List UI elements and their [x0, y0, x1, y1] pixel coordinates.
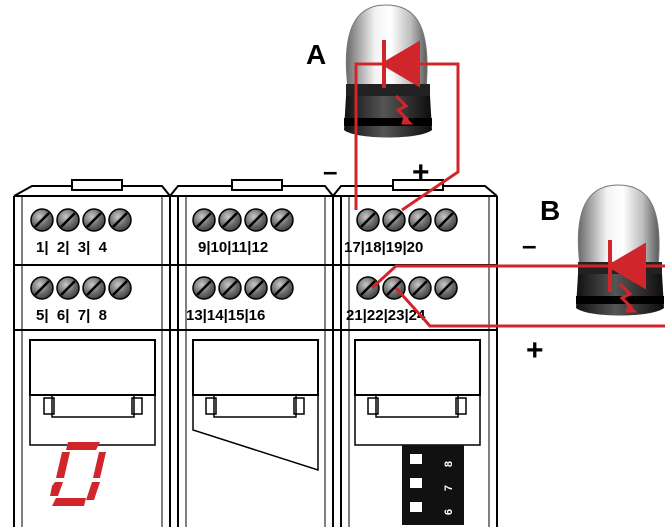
- diode-symbol-a: [380, 40, 420, 125]
- screw-slot: [274, 212, 290, 228]
- screw-slot: [412, 280, 428, 296]
- screw-slot: [112, 212, 128, 228]
- terminal-screws: [30, 208, 458, 300]
- screw-slot: [438, 280, 454, 296]
- screw-slot: [222, 212, 238, 228]
- screw-slot: [274, 280, 290, 296]
- signal-lamp-b: [576, 184, 664, 316]
- terminal-numbers-17-20: 17|18|19|20: [344, 239, 423, 256]
- dip-label-6: 6: [443, 509, 455, 515]
- diode-symbol-b: [606, 240, 646, 313]
- seven-segment-display: [50, 442, 106, 506]
- screw-slot: [60, 212, 76, 228]
- screw-slot: [196, 280, 212, 296]
- screw-slot: [34, 280, 50, 296]
- terminal-numbers-5-8: 5| 6| 7| 8: [36, 307, 107, 324]
- screw-slot: [248, 280, 264, 296]
- screw-slot: [360, 212, 376, 228]
- screw-slot: [86, 212, 102, 228]
- screw-slot: [360, 280, 376, 296]
- terminal-numbers-9-12: 9|10|11|12: [198, 239, 268, 256]
- screw-slot: [248, 212, 264, 228]
- terminal-module: [13, 179, 498, 527]
- dip-switch: [402, 445, 464, 525]
- lamp-b-label: B: [540, 195, 560, 226]
- screw-slot: [196, 212, 212, 228]
- dip-label-8: 8: [443, 461, 455, 467]
- terminal-numbers-1-4: 1| 2| 3| 4: [36, 239, 108, 256]
- wiring: [354, 62, 665, 328]
- dip-label-7: 7: [443, 485, 455, 491]
- screw-slot: [222, 280, 238, 296]
- screw-slot: [386, 212, 402, 228]
- lamp-b-minus-label: –: [522, 230, 536, 260]
- screw-slot: [112, 280, 128, 296]
- terminal-numbers-21-24: 21|22|23|24: [346, 307, 426, 324]
- screw-slot: [386, 280, 402, 296]
- lamp-b-plus-label: +: [526, 334, 544, 367]
- screw-slot: [86, 280, 102, 296]
- screw-slot: [412, 212, 428, 228]
- screw-slot: [60, 280, 76, 296]
- terminal-numbers-13-16: 13|14|15|16: [186, 307, 265, 324]
- lamp-a-minus-label: –: [323, 156, 337, 186]
- screw-slot: [438, 212, 454, 228]
- lamp-a-label: A: [306, 39, 326, 70]
- screw-slot: [34, 212, 50, 228]
- lamp-a-plus-label: +: [412, 156, 430, 189]
